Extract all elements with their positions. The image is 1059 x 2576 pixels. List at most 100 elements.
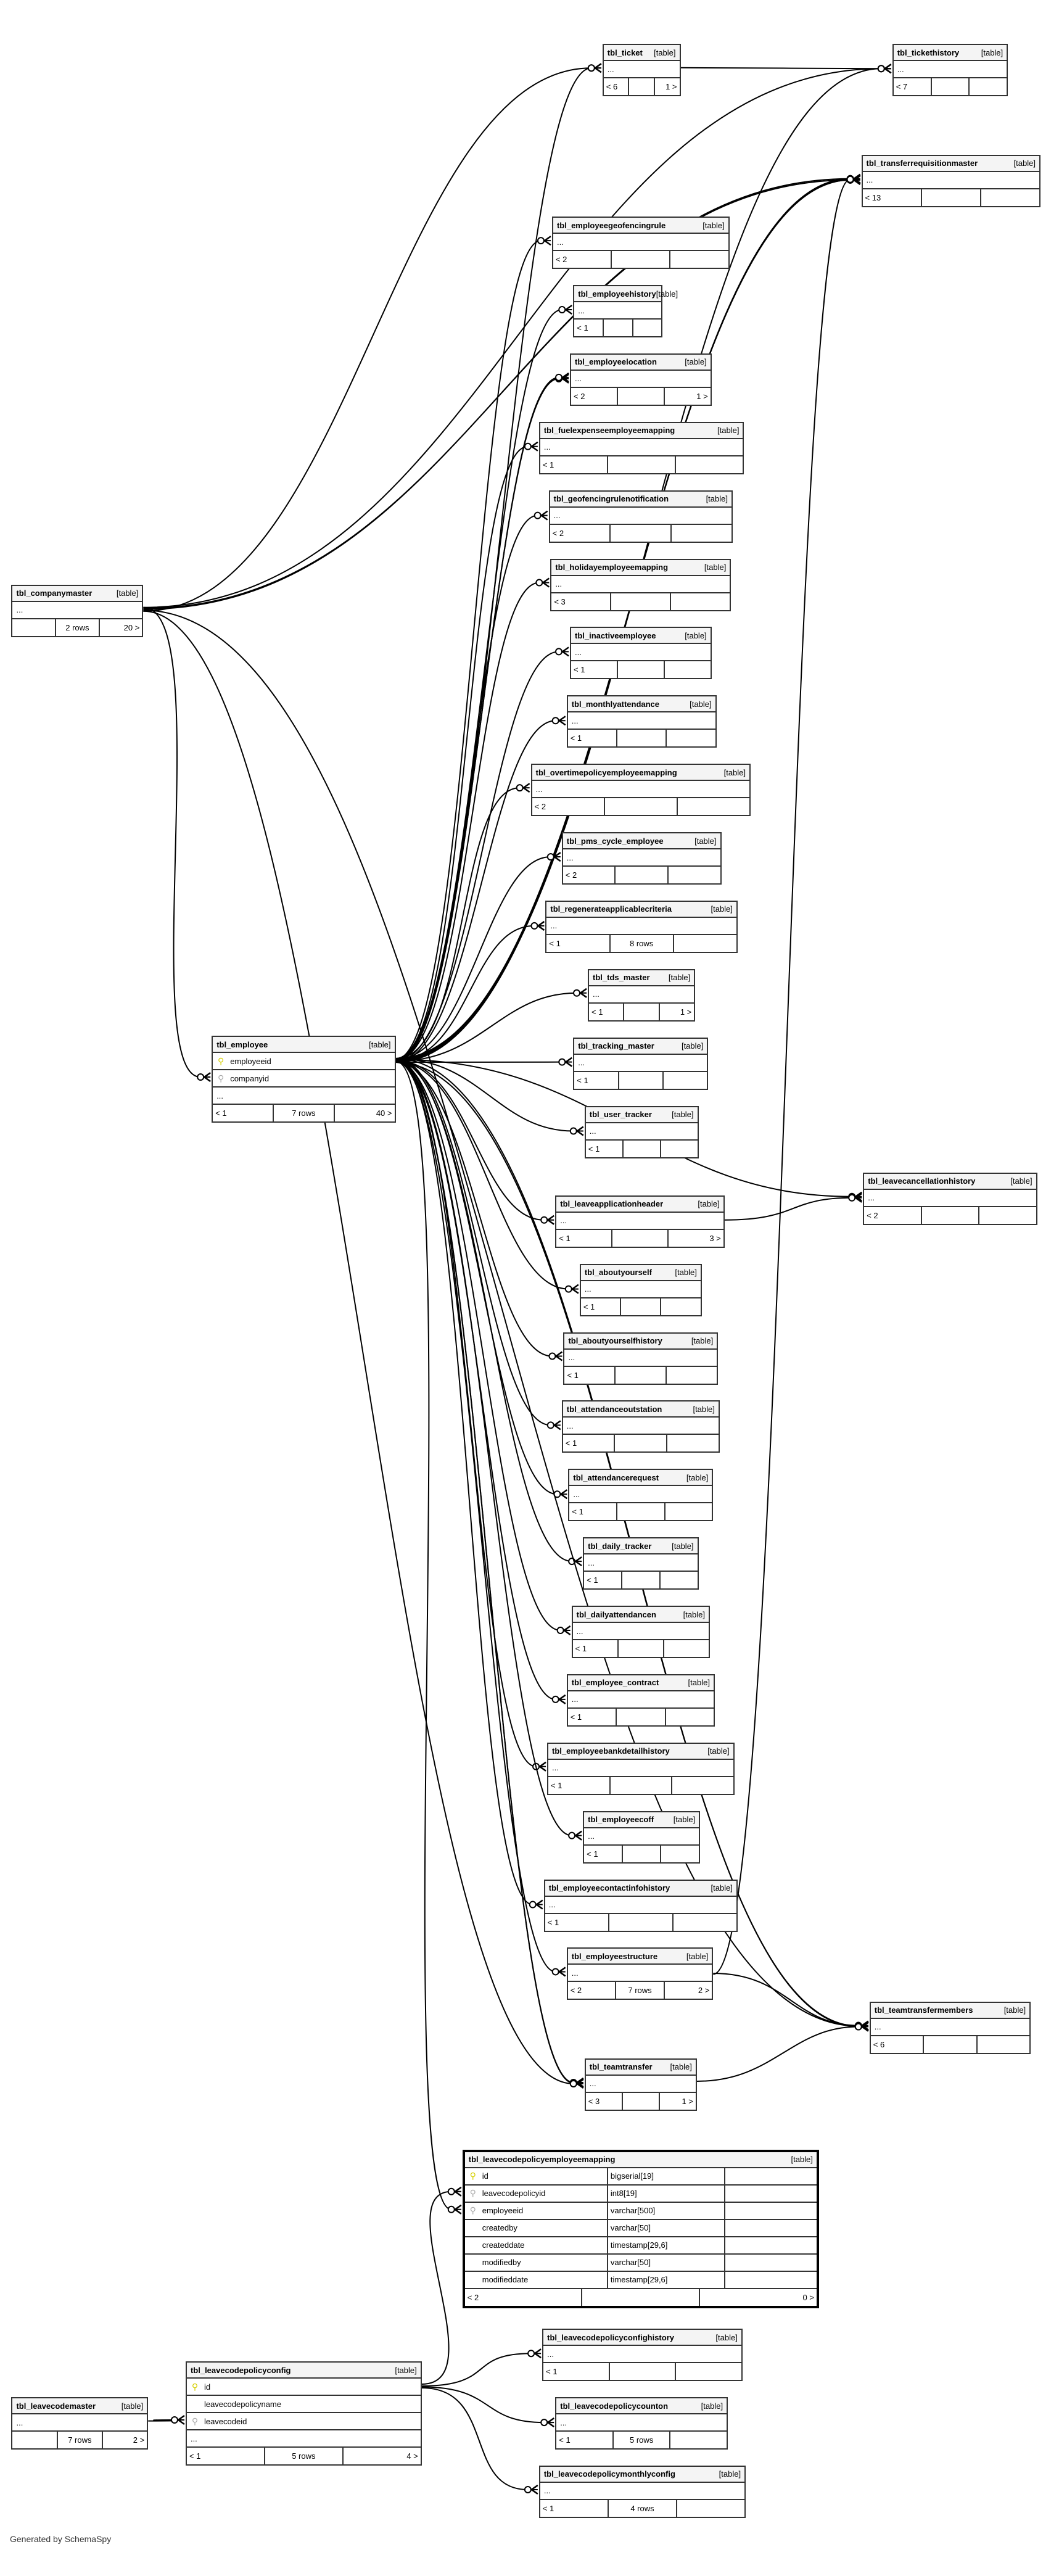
children-count[interactable] [672,1913,736,1931]
table-name[interactable]: tbl_transferrequisitionmaster [866,159,978,168]
row-count[interactable] [616,387,664,405]
row-count[interactable] [920,189,980,206]
column-row[interactable]: ... [548,1760,733,1777]
table-name[interactable]: tbl_employeestructure [571,1951,658,1961]
table-name[interactable]: tbl_leavecodepolicymonthlyconfig [543,2469,675,2479]
row-count[interactable] [614,1435,666,1452]
children-count[interactable] [660,1298,700,1315]
table-employee_contract[interactable]: tbl_employee_contract[table]...< 1 [566,1674,715,1727]
column-row[interactable]: ... [589,986,694,1004]
table-employeebankdetailhistory[interactable]: tbl_employeebankdetailhistory[table]...<… [547,1742,735,1795]
column-row[interactable]: ... [562,849,720,867]
row-count[interactable] [616,730,665,747]
row-count[interactable]: 5 rows [263,2448,342,2464]
column-row[interactable]: ... [585,1123,698,1141]
parents-count[interactable]: < 1 [572,1507,583,1517]
column-row[interactable]: ... [550,508,731,525]
column-row[interactable]: ... [870,2019,1030,2036]
children-count[interactable] [670,593,730,610]
parents-count[interactable]: < 7 [896,82,908,92]
table-employeegeofencingrule[interactable]: tbl_employeegeofencingrule[table]...< 2 [551,217,730,270]
column-row[interactable]: ... [584,1554,698,1572]
table-name[interactable]: tbl_holidayemployeemapping [555,563,669,572]
table-fuelexpenseemployeemapping[interactable]: tbl_fuelexpenseemployeemapping[table]...… [538,421,744,474]
column-row[interactable]: ... [603,61,680,79]
children-count[interactable] [664,1708,714,1725]
column-row[interactable]: ... [864,1190,1036,1207]
table-employeehistory[interactable]: tbl_employeehistory[table]...< 1 [573,285,678,337]
column-row[interactable]: ... [12,2414,147,2432]
parents-count[interactable]: < 1 [542,460,554,469]
table-name[interactable]: tbl_tds_master [593,973,650,983]
table-name[interactable]: tbl_leavecodepolicycounton [560,2401,669,2411]
children-count[interactable]: 1 > [653,78,680,96]
parents-count[interactable]: < 1 [583,1302,595,1311]
column-row[interactable]: ... [585,2076,696,2093]
children-count[interactable] [632,320,662,336]
children-count[interactable] [660,1845,699,1862]
row-count[interactable] [603,798,677,815]
table-name[interactable]: tbl_overtimepolicyemployeemapping [535,767,677,777]
row-count[interactable] [923,2036,976,2053]
table-name[interactable]: tbl_daily_tracker [588,1541,652,1551]
row-count[interactable] [620,1298,660,1315]
row-count[interactable] [608,2363,675,2380]
row-count[interactable] [616,1708,664,1725]
table-name[interactable]: tbl_leavecodemaster [16,2401,96,2411]
row-count[interactable] [609,1777,672,1794]
table-employee[interactable]: tbl_employee[table]⚲employeeid⚲companyid… [212,1036,396,1123]
table-holidayemployeemapping[interactable]: tbl_holidayemployeemapping[table]...< 3 [550,558,731,611]
children-count[interactable]: 1 > [663,387,711,405]
table-attendanceoutstation[interactable]: tbl_attendanceoutstation[table]...< 1 [561,1400,720,1453]
table-name[interactable]: tbl_ticket [607,47,643,57]
column-row[interactable]: ... [564,1350,717,1367]
table-name[interactable]: tbl_leaveapplicationheader [560,1199,664,1209]
parents-count[interactable]: < 2 [555,255,567,265]
children-count[interactable] [968,78,1007,96]
table-leavecodepolicymonthlyconfig[interactable]: tbl_leavecodepolicymonthlyconfig[table].… [538,2465,746,2518]
table-name[interactable]: tbl_companymaster [16,588,93,598]
table-leavecancellationhistory[interactable]: tbl_leavecancellationhistory[table]...< … [863,1172,1037,1225]
table-name[interactable]: tbl_aboutyourselfhistory [568,1336,662,1346]
row-count[interactable]: 4 rows [607,2500,676,2517]
column-row[interactable]: ... [545,1897,736,1914]
parents-count[interactable]: < 3 [588,2096,600,2106]
parents-count[interactable]: < 1 [215,1108,227,1118]
column-row[interactable]: ... [584,1828,699,1846]
row-count[interactable] [611,1229,667,1247]
column-row[interactable]: ... [574,1055,707,1072]
table-attendancerequest[interactable]: tbl_attendancerequest[table]...< 1 [568,1469,714,1522]
parents-count[interactable]: < 1 [577,1075,588,1085]
table-name[interactable]: tbl_employeecoff [588,1815,654,1825]
parents-count[interactable]: < 2 [565,870,577,880]
parents-count[interactable]: < 6 [873,2039,885,2049]
parents-count[interactable] [12,2432,56,2448]
children-count[interactable] [666,1435,719,1452]
column-row[interactable]: ... [571,644,711,662]
parents-count[interactable]: < 2 [570,1986,582,1996]
table-name[interactable]: tbl_attendancerequest [573,1472,659,1482]
column-row[interactable]: ... [540,439,743,456]
column-row[interactable]: ... [546,918,736,935]
column-row[interactable]: ⚲leavecodeid [186,2413,421,2430]
children-count[interactable] [659,1572,698,1589]
row-count[interactable] [617,1071,662,1089]
row-count[interactable] [621,2092,659,2110]
table-name[interactable]: tbl_monthlyattendance [571,699,660,709]
table-name[interactable]: tbl_attendanceoutstation [566,1404,662,1414]
parents-count[interactable]: < 1 [551,1780,562,1790]
table-name[interactable]: tbl_employeehistory [578,289,656,299]
column-row[interactable]: ⚲id [186,2379,421,2396]
table-daily_tracker[interactable]: tbl_daily_tracker[table]...< 1 [583,1537,699,1590]
row-count[interactable] [608,1913,672,1931]
parents-count[interactable]: < 1 [565,1439,577,1448]
parents-count[interactable]: < 1 [559,2435,571,2445]
children-count[interactable] [659,1140,698,1157]
parents-count[interactable]: < 3 [554,597,566,606]
row-count[interactable] [611,251,669,268]
